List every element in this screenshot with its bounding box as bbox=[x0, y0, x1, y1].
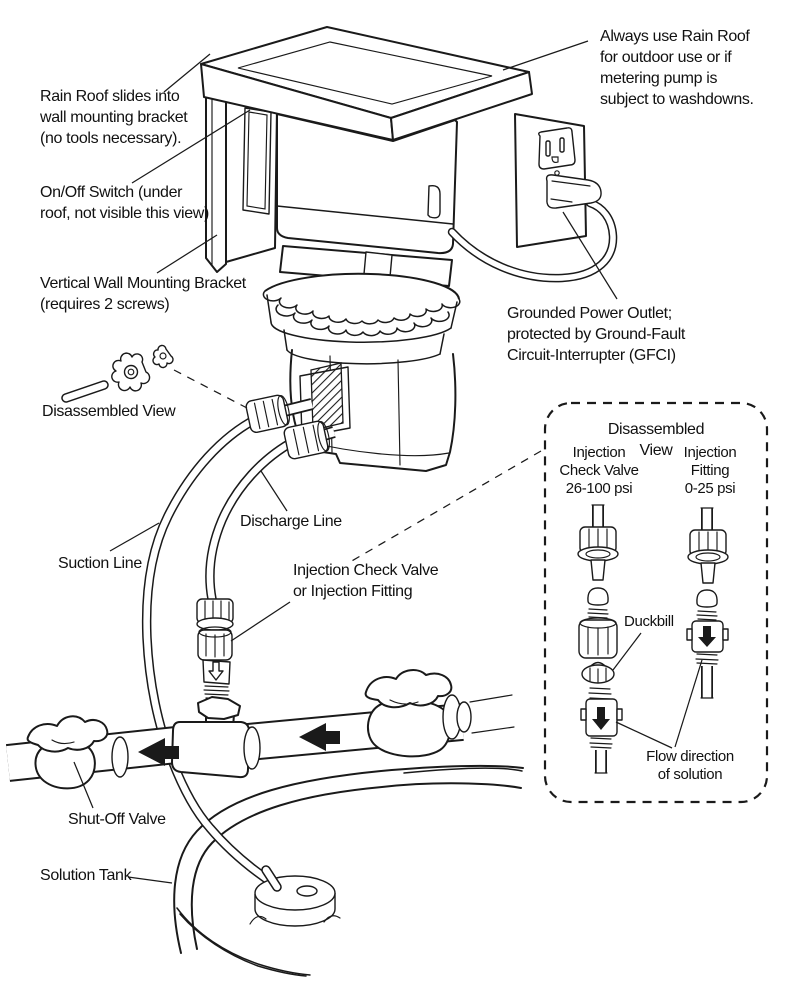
pump-head-drawing bbox=[245, 245, 461, 472]
solution-tank-drawing bbox=[173, 764, 524, 977]
label-on-off-switch: On/Off Switch (under roof, not visible t… bbox=[40, 184, 209, 222]
inset-leader-lines bbox=[612, 632, 703, 749]
power-outlet-drawing bbox=[514, 113, 602, 248]
flow-arrow-left bbox=[138, 738, 179, 766]
shut-off-valve-left-drawing bbox=[26, 715, 129, 790]
label-wall-bracket: Vertical Wall Mounting Bracket (requires… bbox=[40, 275, 246, 313]
rain-roof-drawing bbox=[200, 26, 533, 141]
inset-column-check-valve-heading: Injection Check Valve 26-100 psi bbox=[559, 444, 639, 497]
flow-arrow-right bbox=[299, 723, 340, 751]
label-discharge-line: Discharge Line bbox=[240, 513, 342, 530]
tank-cap-drawing bbox=[249, 865, 341, 927]
injection-valve-drawing bbox=[196, 598, 241, 720]
label-shut-off-valve: Shut-Off Valve bbox=[68, 811, 166, 828]
label-power-outlet: Grounded Power Outlet; protected by Grou… bbox=[507, 305, 686, 364]
power-cord-drawing bbox=[447, 198, 618, 283]
label-suction-line: Suction Line bbox=[58, 555, 142, 572]
label-injection-point: Injection Check Valve or Injection Fitti… bbox=[293, 562, 439, 600]
leader-lines bbox=[73, 40, 618, 884]
discharge-line-drawing bbox=[205, 435, 301, 604]
inset-fitting-drawing bbox=[686, 507, 729, 699]
inset-column-fitting-heading: Injection Fitting 0-25 psi bbox=[683, 444, 737, 497]
wall-bracket-drawing bbox=[205, 93, 278, 273]
label-solution-tank: Solution Tank bbox=[40, 867, 132, 884]
tee-fitting-drawing bbox=[171, 711, 261, 779]
label-disassembled-view: Disassembled View bbox=[42, 403, 176, 420]
shut-off-valve-right-drawing bbox=[364, 669, 515, 758]
suction-line-drawing bbox=[141, 413, 279, 889]
pump-body-drawing bbox=[276, 113, 458, 255]
inset-flow-direction-label: Flow direction of solution bbox=[646, 748, 734, 783]
label-rain-roof-warning: Always use Rain Roof for outdoor use or … bbox=[600, 28, 754, 108]
inset-check-valve-drawing bbox=[577, 504, 623, 774]
disassembled-parts-drawing bbox=[61, 344, 248, 409]
label-rain-roof-note: Rain Roof slides into wall mounting brac… bbox=[40, 88, 188, 147]
inset-title: Disassembled View bbox=[607, 421, 705, 459]
inset-duckbill-label: Duckbill bbox=[624, 613, 674, 630]
